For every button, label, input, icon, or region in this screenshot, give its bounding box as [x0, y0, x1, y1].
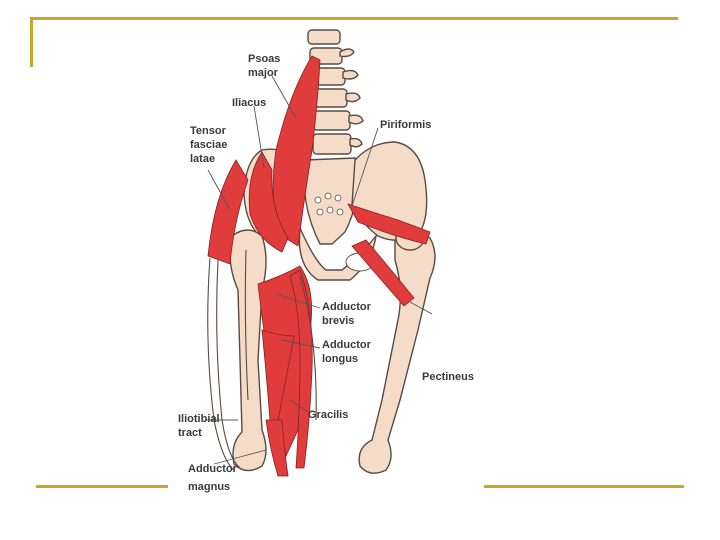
label-pectineus: Pectineus [422, 371, 474, 383]
label-psoas-major: Psoas major [248, 53, 283, 79]
label-adductor-magnus: Adductor magnus [188, 463, 240, 493]
label-iliacus: Iliacus [232, 97, 266, 109]
label-gracilis: Gracilis [308, 409, 348, 421]
label-iliotibial-tract: Iliotibial tract [178, 413, 223, 439]
left-femur [230, 230, 266, 471]
label-tensor-fasciae-latae: Tensor fasciae latae [190, 125, 230, 165]
label-adductor-brevis: Adductor brevis [322, 301, 374, 327]
label-piriformis: Piriformis [380, 119, 431, 131]
label-adductor-longus: Adductor longus [322, 339, 374, 365]
